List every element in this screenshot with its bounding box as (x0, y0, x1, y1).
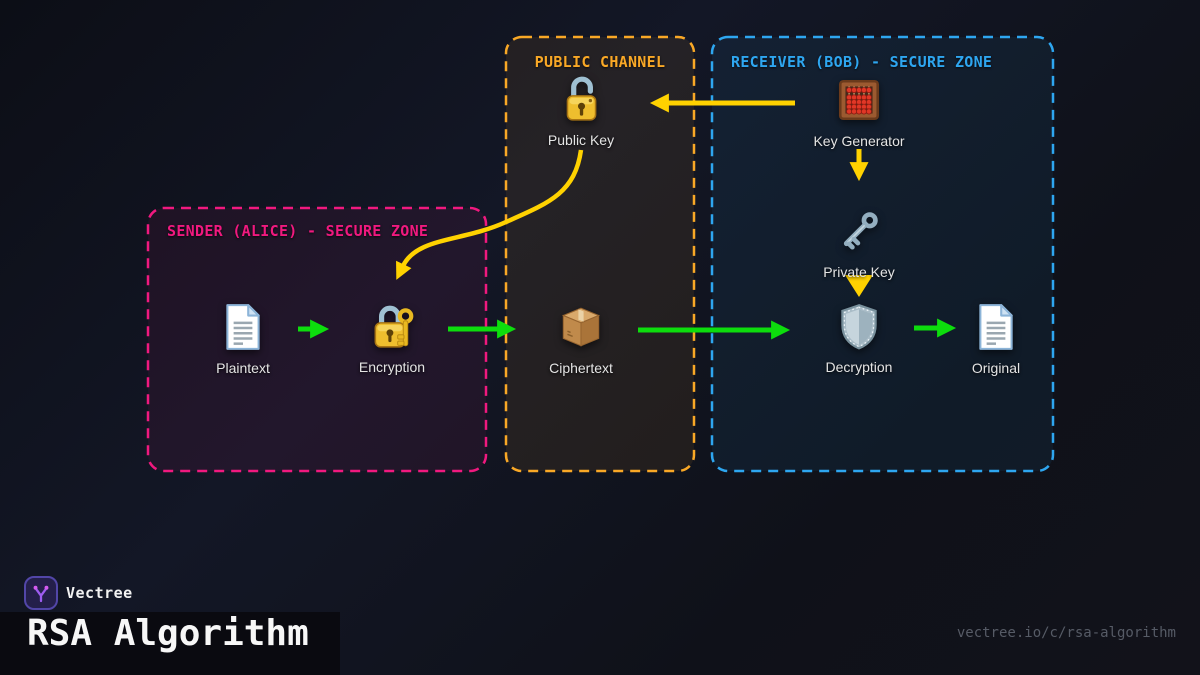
zone-receiver-bob (710, 35, 1055, 473)
unlocked-padlock-icon (556, 74, 606, 124)
vectree-logo-icon (24, 576, 58, 610)
old-key-icon (834, 206, 884, 256)
node-key-generator: Key Generator (794, 75, 924, 149)
zone-title-public: PUBLIC CHANNEL (534, 53, 666, 71)
page-url: vectree.io/c/rsa-algorithm (956, 625, 1176, 641)
abacus-icon (834, 75, 884, 125)
page-title: RSA Algorithm (27, 613, 309, 654)
node-encryption: Encryption (327, 301, 457, 375)
node-label: Key Generator (813, 133, 905, 149)
zone-title-receiver: RECEIVER (BOB) - SECURE ZONE (731, 53, 993, 71)
package-icon (556, 302, 606, 352)
node-label: Encryption (358, 359, 426, 375)
node-label: Plaintext (216, 360, 270, 376)
node-label: Ciphertext (549, 360, 613, 376)
zone-title-sender: SENDER (ALICE) - SECURE ZONE (167, 222, 429, 240)
arrow-privatekey-to-decryption (845, 275, 873, 297)
node-decryption: Decryption (794, 301, 924, 375)
node-public-key: Public Key (516, 74, 646, 148)
locked-with-key-icon (367, 301, 417, 351)
title-backdrop (0, 612, 340, 675)
node-label: Decryption (825, 359, 893, 375)
node-original: Original (931, 302, 1061, 376)
node-private-key: Private Key (794, 206, 924, 280)
zone-public-channel (504, 35, 696, 473)
node-plaintext: Plaintext (178, 302, 308, 376)
shield-icon (834, 301, 884, 351)
document-icon (971, 302, 1021, 352)
brand-name: Vectree (66, 584, 133, 602)
document-icon (218, 302, 268, 352)
node-label: Public Key (547, 132, 615, 148)
node-ciphertext: Ciphertext (516, 302, 646, 376)
node-label: Original (971, 360, 1021, 376)
arrow-publickey-to-encryption (396, 149, 584, 280)
node-label: Private Key (823, 264, 895, 280)
